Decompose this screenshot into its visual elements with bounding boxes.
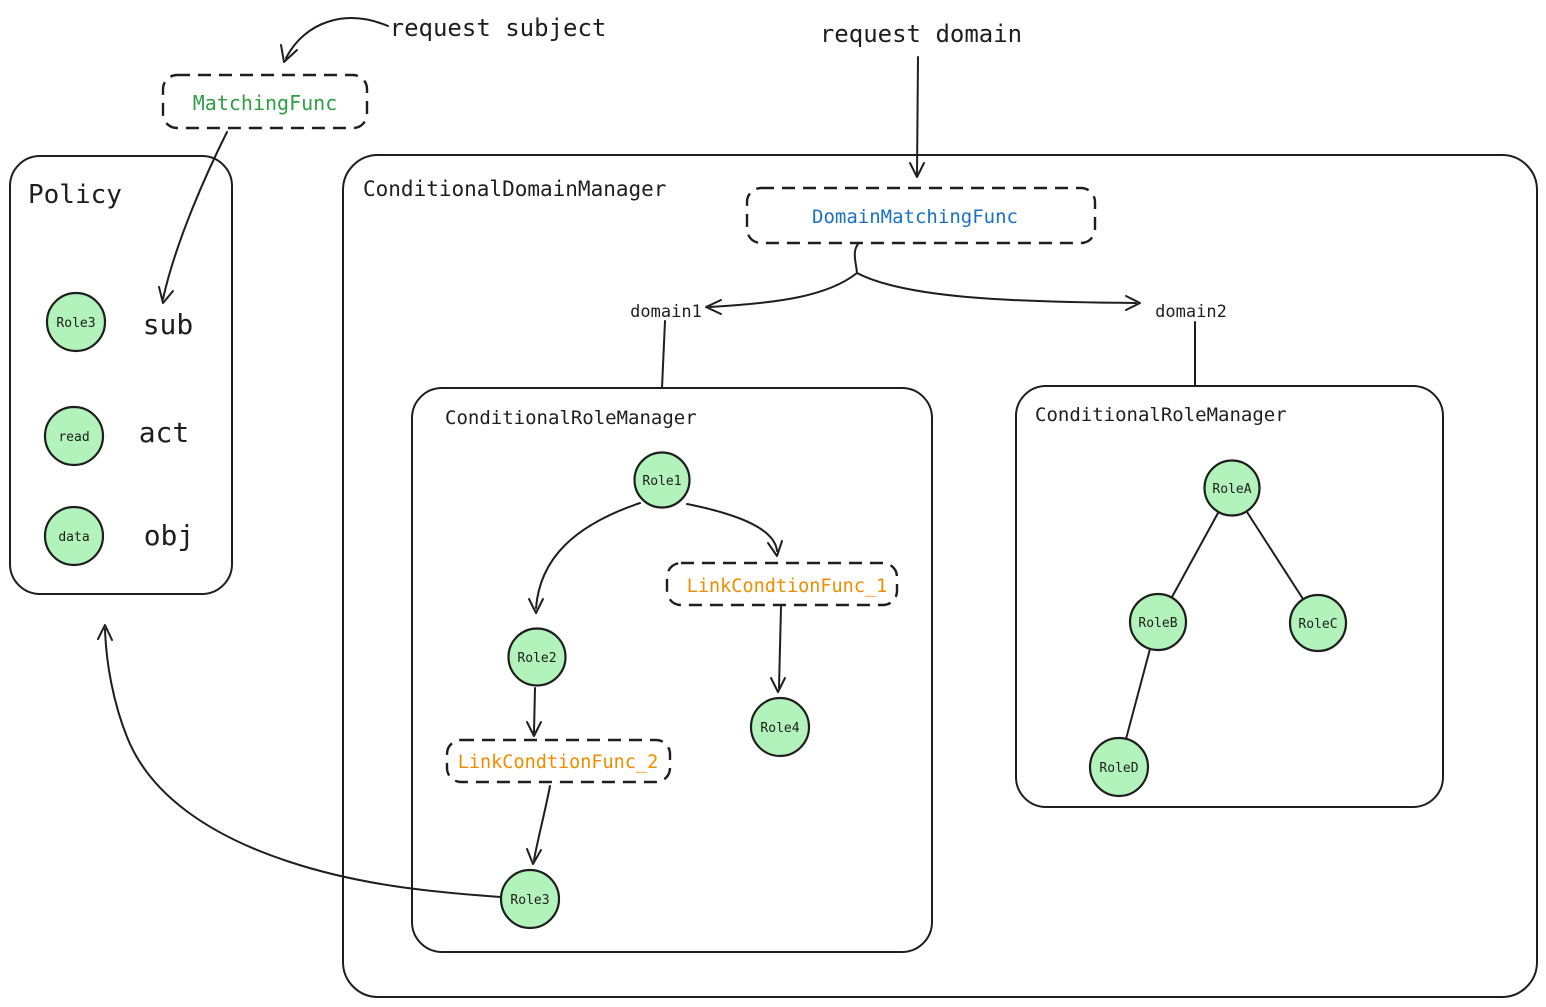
edge-role1-to-link-condition-func-1 — [686, 503, 783, 557]
node-role2: Role2 — [507, 627, 567, 687]
edge-request-domain-to-domain-matching-func — [909, 56, 925, 178]
role-manager-domain2-title: ConditionalRoleManager — [1035, 404, 1287, 426]
node-role2-label: Role2 — [517, 651, 556, 666]
policy-node-read: read — [43, 405, 105, 467]
edge-fork-domain-matching-func — [705, 243, 1141, 315]
role-manager-domain2-outline — [1015, 385, 1444, 808]
edge-role1-to-role2 — [528, 502, 641, 614]
request-domain-label: request domain — [820, 20, 1022, 48]
matching-func-box: MatchingFunc — [161, 73, 369, 130]
node-roleA-label: RoleA — [1212, 482, 1251, 497]
link-condition-func-1-outline — [665, 561, 899, 607]
link-condition-func-1-label: LinkCondtionFunc_1 — [687, 576, 887, 597]
policy-node-data: data — [43, 505, 105, 567]
node-role1-label: Role1 — [642, 474, 681, 489]
edge-request-subject-to-matching-func — [280, 17, 389, 63]
edge-roleA-to-roleB — [1171, 512, 1219, 598]
edge-roleA-to-roleC — [1246, 511, 1304, 600]
domain-matching-func-outline — [745, 186, 1097, 245]
link-condition-func-2-outline — [445, 738, 672, 784]
node-roleB-label: RoleB — [1138, 616, 1177, 631]
node-roleC-label: RoleC — [1298, 617, 1337, 632]
node-role3: Role3 — [499, 868, 561, 930]
edge-matching-func-to-policy-sub — [158, 131, 228, 304]
link-condition-func-1-box: LinkCondtionFunc_1 — [665, 561, 899, 607]
node-roleD-label: RoleD — [1099, 761, 1138, 776]
matching-func-outline — [161, 73, 369, 130]
domain-matching-func-label: DomainMatchingFunc — [812, 206, 1018, 228]
edge-domain1-to-role-manager — [661, 320, 666, 389]
domain2-label: domain2 — [1155, 302, 1227, 322]
policy-box: Policy — [9, 155, 233, 595]
policy-attr-sub: sub — [143, 308, 194, 341]
edge-role2-to-link-condition-func-2 — [526, 687, 542, 737]
role-manager-domain1-box: ConditionalRoleManager — [411, 387, 933, 953]
node-role1: Role1 — [633, 451, 691, 509]
role-manager-domain1-title: ConditionalRoleManager — [445, 407, 697, 429]
conditional-domain-manager-title: ConditionalDomainManager — [363, 177, 666, 201]
role-manager-domain1-outline — [411, 387, 933, 953]
domain-matching-func-box: DomainMatchingFunc — [745, 186, 1097, 245]
link-condition-func-2-label: LinkCondtionFunc_2 — [458, 752, 658, 773]
role-manager-domain2-box: ConditionalRoleManager — [1015, 385, 1444, 808]
node-roleC: RoleC — [1288, 593, 1348, 653]
domain1-label: domain1 — [630, 302, 702, 322]
policy-node-data-label: data — [58, 530, 89, 545]
edge-link-condition-func-1-to-role4 — [770, 606, 786, 693]
node-roleB: RoleB — [1128, 592, 1188, 652]
edge-roleB-to-roleD — [1125, 648, 1151, 740]
node-role4: Role4 — [749, 696, 811, 758]
edge-role3-to-policy — [97, 624, 502, 898]
request-subject-label: request subject — [390, 14, 607, 42]
node-role4-label: Role4 — [760, 721, 799, 736]
matching-func-label: MatchingFunc — [193, 91, 338, 115]
node-roleA: RoleA — [1203, 459, 1261, 517]
policy-attr-act: act — [139, 416, 190, 449]
node-role3-label: Role3 — [510, 893, 549, 908]
policy-title: Policy — [28, 180, 122, 210]
edge-link-condition-func-2-to-role3 — [526, 785, 551, 865]
node-roleD: RoleD — [1088, 736, 1150, 798]
policy-node-role3-label: Role3 — [56, 316, 95, 331]
policy-node-read-label: read — [58, 430, 89, 445]
policy-box-outline — [9, 155, 233, 595]
policy-attr-obj: obj — [144, 519, 195, 552]
link-condition-func-2-box: LinkCondtionFunc_2 — [445, 738, 672, 784]
policy-node-role3: Role3 — [45, 291, 107, 353]
